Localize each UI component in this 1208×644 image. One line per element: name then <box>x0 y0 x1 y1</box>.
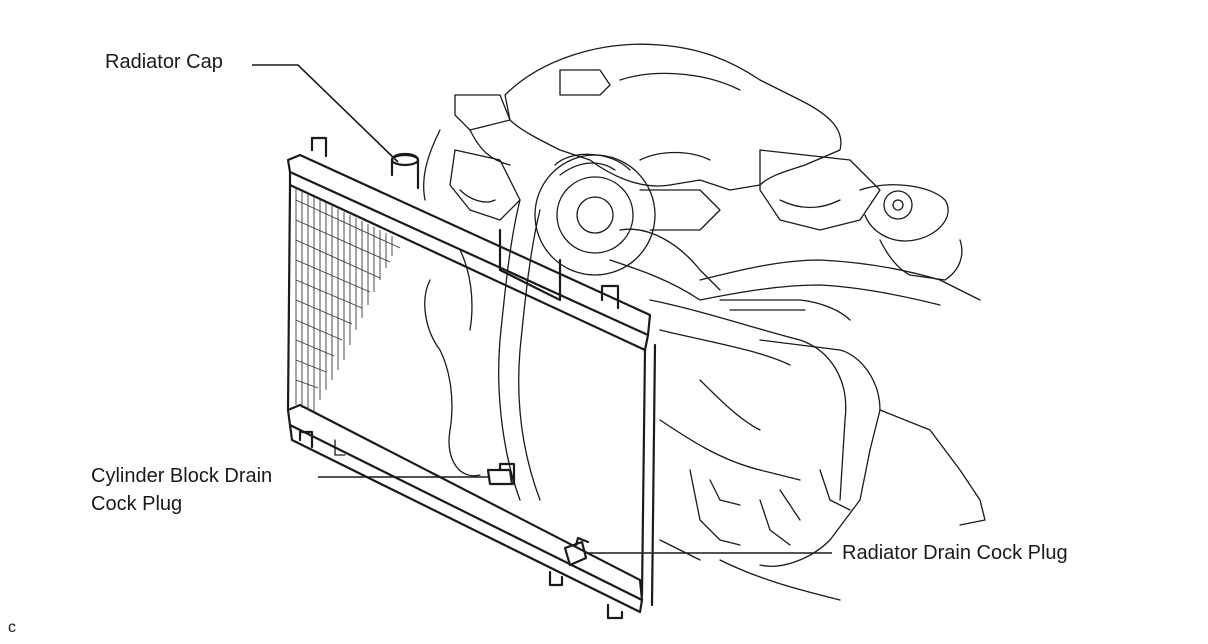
label-radiator-cap: Radiator Cap <box>105 51 223 73</box>
radiator-illustration <box>286 136 657 620</box>
label-radiator-drain-cock-plug: Radiator Drain Cock Plug <box>842 542 1068 564</box>
radiator-fins <box>295 188 401 412</box>
label-cylinder-block-drain-line2: Cock Plug <box>91 493 183 515</box>
cylinder-block-drain-plug <box>486 462 516 486</box>
label-cylinder-block-drain-line1: Cylinder Block Drain <box>91 465 273 487</box>
leader-lines <box>252 64 832 554</box>
engine-illustration <box>423 43 986 601</box>
figure-code: c <box>8 619 16 636</box>
radiator-drain-plug <box>563 536 590 567</box>
leader-radiator-cap <box>252 64 399 163</box>
